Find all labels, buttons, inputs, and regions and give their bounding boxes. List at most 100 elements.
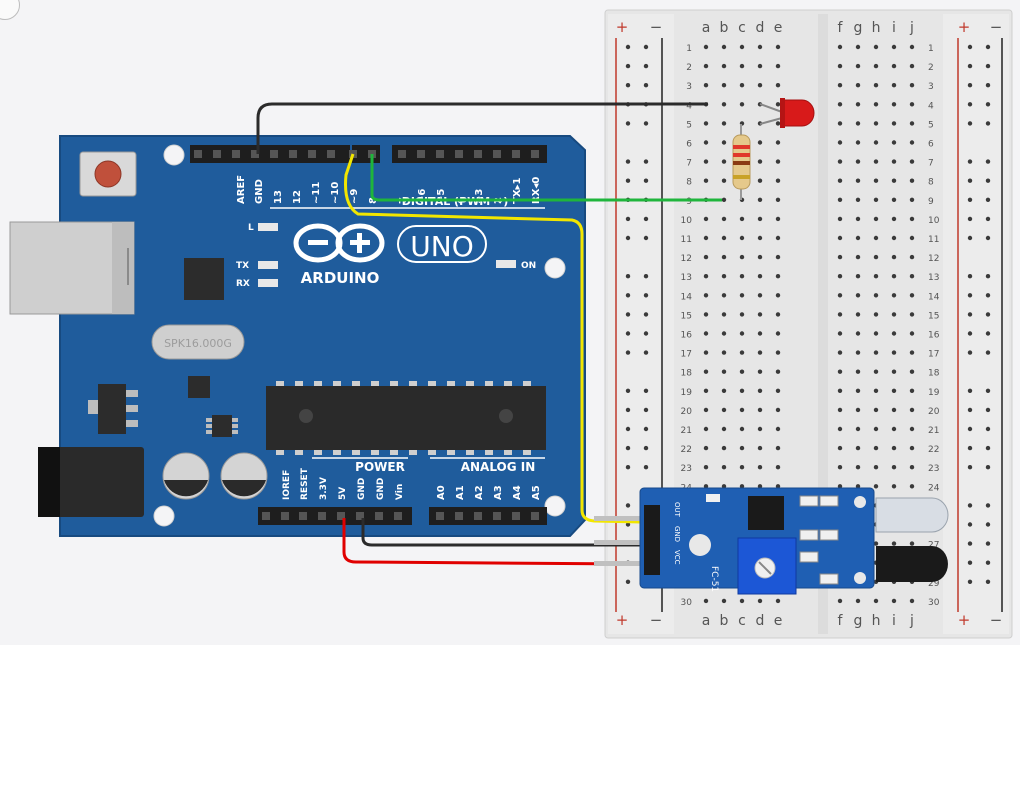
breadboard-hole[interactable] bbox=[891, 63, 897, 69]
rail-hole[interactable] bbox=[643, 235, 649, 241]
breadboard-hole[interactable] bbox=[855, 197, 861, 202]
breadboard-hole[interactable] bbox=[703, 274, 709, 279]
rail-hole[interactable] bbox=[967, 63, 973, 69]
breadboard-hole[interactable] bbox=[757, 197, 763, 202]
breadboard-hole[interactable] bbox=[909, 274, 915, 279]
header-pin[interactable] bbox=[327, 150, 335, 158]
breadboard-hole[interactable] bbox=[721, 197, 727, 202]
breadboard-hole[interactable] bbox=[837, 159, 843, 164]
breadboard-hole[interactable] bbox=[703, 484, 709, 489]
breadboard-hole[interactable] bbox=[891, 178, 897, 183]
rail-hole[interactable] bbox=[967, 426, 973, 432]
breadboard-hole[interactable] bbox=[739, 63, 745, 69]
breadboard-hole[interactable] bbox=[891, 407, 897, 413]
breadboard-hole[interactable] bbox=[891, 197, 897, 202]
breadboard-hole[interactable] bbox=[757, 331, 763, 336]
breadboard-hole[interactable] bbox=[721, 369, 727, 374]
rail-hole[interactable] bbox=[625, 293, 631, 298]
breadboard-hole[interactable] bbox=[703, 293, 709, 298]
breadboard-hole[interactable] bbox=[721, 445, 727, 451]
rail-hole[interactable] bbox=[625, 579, 631, 584]
header-pin[interactable] bbox=[531, 150, 539, 158]
breadboard-hole[interactable] bbox=[855, 178, 861, 183]
breadboard-hole[interactable] bbox=[703, 140, 709, 145]
header-pin[interactable] bbox=[394, 512, 402, 520]
led-icon[interactable] bbox=[759, 98, 815, 128]
header-pin[interactable] bbox=[512, 512, 520, 520]
rail-hole[interactable] bbox=[985, 579, 991, 584]
breadboard-hole[interactable] bbox=[891, 369, 897, 374]
breadboard-hole[interactable] bbox=[873, 44, 879, 50]
breadboard-hole[interactable] bbox=[757, 598, 763, 604]
breadboard-hole[interactable] bbox=[837, 102, 843, 107]
breadboard-hole[interactable] bbox=[855, 445, 861, 451]
breadboard-hole[interactable] bbox=[739, 331, 745, 336]
breadboard-hole[interactable] bbox=[721, 274, 727, 279]
rail-hole[interactable] bbox=[625, 63, 631, 69]
header-pin[interactable] bbox=[417, 150, 425, 158]
header-pin[interactable] bbox=[213, 150, 221, 158]
breadboard-hole[interactable] bbox=[873, 350, 879, 355]
breadboard-hole[interactable] bbox=[909, 235, 915, 241]
breadboard-hole[interactable] bbox=[703, 426, 709, 432]
header-pin[interactable] bbox=[493, 150, 501, 158]
breadboard-hole[interactable] bbox=[891, 121, 897, 126]
rail-hole[interactable] bbox=[625, 465, 631, 470]
breadboard-hole[interactable] bbox=[891, 312, 897, 317]
header-pin[interactable] bbox=[194, 150, 202, 158]
breadboard-hole[interactable] bbox=[703, 254, 709, 260]
breadboard-hole[interactable] bbox=[837, 350, 843, 355]
breadboard-hole[interactable] bbox=[855, 465, 861, 470]
rail-hole[interactable] bbox=[967, 465, 973, 470]
breadboard-hole[interactable] bbox=[739, 484, 745, 489]
breadboard-hole[interactable] bbox=[855, 407, 861, 413]
breadboard-hole[interactable] bbox=[837, 178, 843, 183]
header-pin[interactable] bbox=[531, 512, 539, 520]
ir-sensor-module-icon[interactable]: FC-51 OUT GND VCC bbox=[594, 487, 949, 595]
breadboard-hole[interactable] bbox=[703, 598, 709, 604]
header-pin[interactable] bbox=[318, 512, 326, 520]
breadboard-hole[interactable] bbox=[855, 350, 861, 355]
breadboard-hole[interactable] bbox=[757, 445, 763, 451]
rail-hole[interactable] bbox=[643, 216, 649, 222]
breadboard-hole[interactable] bbox=[775, 388, 781, 393]
breadboard-hole[interactable] bbox=[721, 102, 727, 107]
breadboard-hole[interactable] bbox=[891, 293, 897, 298]
wire-pin9-to-sensor-out[interactable] bbox=[344, 153, 641, 524]
header-pin[interactable] bbox=[251, 150, 259, 158]
breadboard-hole[interactable] bbox=[909, 407, 915, 413]
breadboard-hole[interactable] bbox=[855, 369, 861, 374]
breadboard-hole[interactable] bbox=[721, 426, 727, 432]
breadboard-hole[interactable] bbox=[909, 63, 915, 69]
breadboard-hole[interactable] bbox=[703, 312, 709, 317]
breadboard-hole[interactable] bbox=[721, 235, 727, 241]
rail-hole[interactable] bbox=[985, 44, 991, 50]
header-pin[interactable] bbox=[299, 512, 307, 520]
breadboard-hole[interactable] bbox=[909, 598, 915, 604]
rail-hole[interactable] bbox=[625, 83, 631, 88]
breadboard-hole[interactable] bbox=[855, 83, 861, 88]
rail-hole[interactable] bbox=[985, 63, 991, 69]
breadboard-hole[interactable] bbox=[703, 465, 709, 470]
breadboard-hole[interactable] bbox=[891, 426, 897, 432]
rail-hole[interactable] bbox=[643, 121, 649, 126]
rail-hole[interactable] bbox=[625, 178, 631, 183]
breadboard-hole[interactable] bbox=[757, 274, 763, 279]
breadboard-hole[interactable] bbox=[891, 445, 897, 451]
rail-hole[interactable] bbox=[967, 83, 973, 88]
breadboard-hole[interactable] bbox=[775, 312, 781, 317]
breadboard-hole[interactable] bbox=[721, 331, 727, 336]
rail-hole[interactable] bbox=[643, 350, 649, 355]
breadboard-hole[interactable] bbox=[721, 44, 727, 50]
breadboard-hole[interactable] bbox=[837, 140, 843, 145]
breadboard-hole[interactable] bbox=[775, 140, 781, 145]
breadboard-hole[interactable] bbox=[873, 254, 879, 260]
breadboard-hole[interactable] bbox=[739, 102, 745, 107]
arduino-uno-board[interactable]: SPK16.000G bbox=[9, 135, 586, 537]
breadboard-hole[interactable] bbox=[739, 254, 745, 260]
rail-hole[interactable] bbox=[967, 579, 973, 584]
breadboard-hole[interactable] bbox=[739, 293, 745, 298]
breadboard-hole[interactable] bbox=[703, 44, 709, 50]
rail-hole[interactable] bbox=[985, 350, 991, 355]
breadboard-hole[interactable] bbox=[739, 426, 745, 432]
